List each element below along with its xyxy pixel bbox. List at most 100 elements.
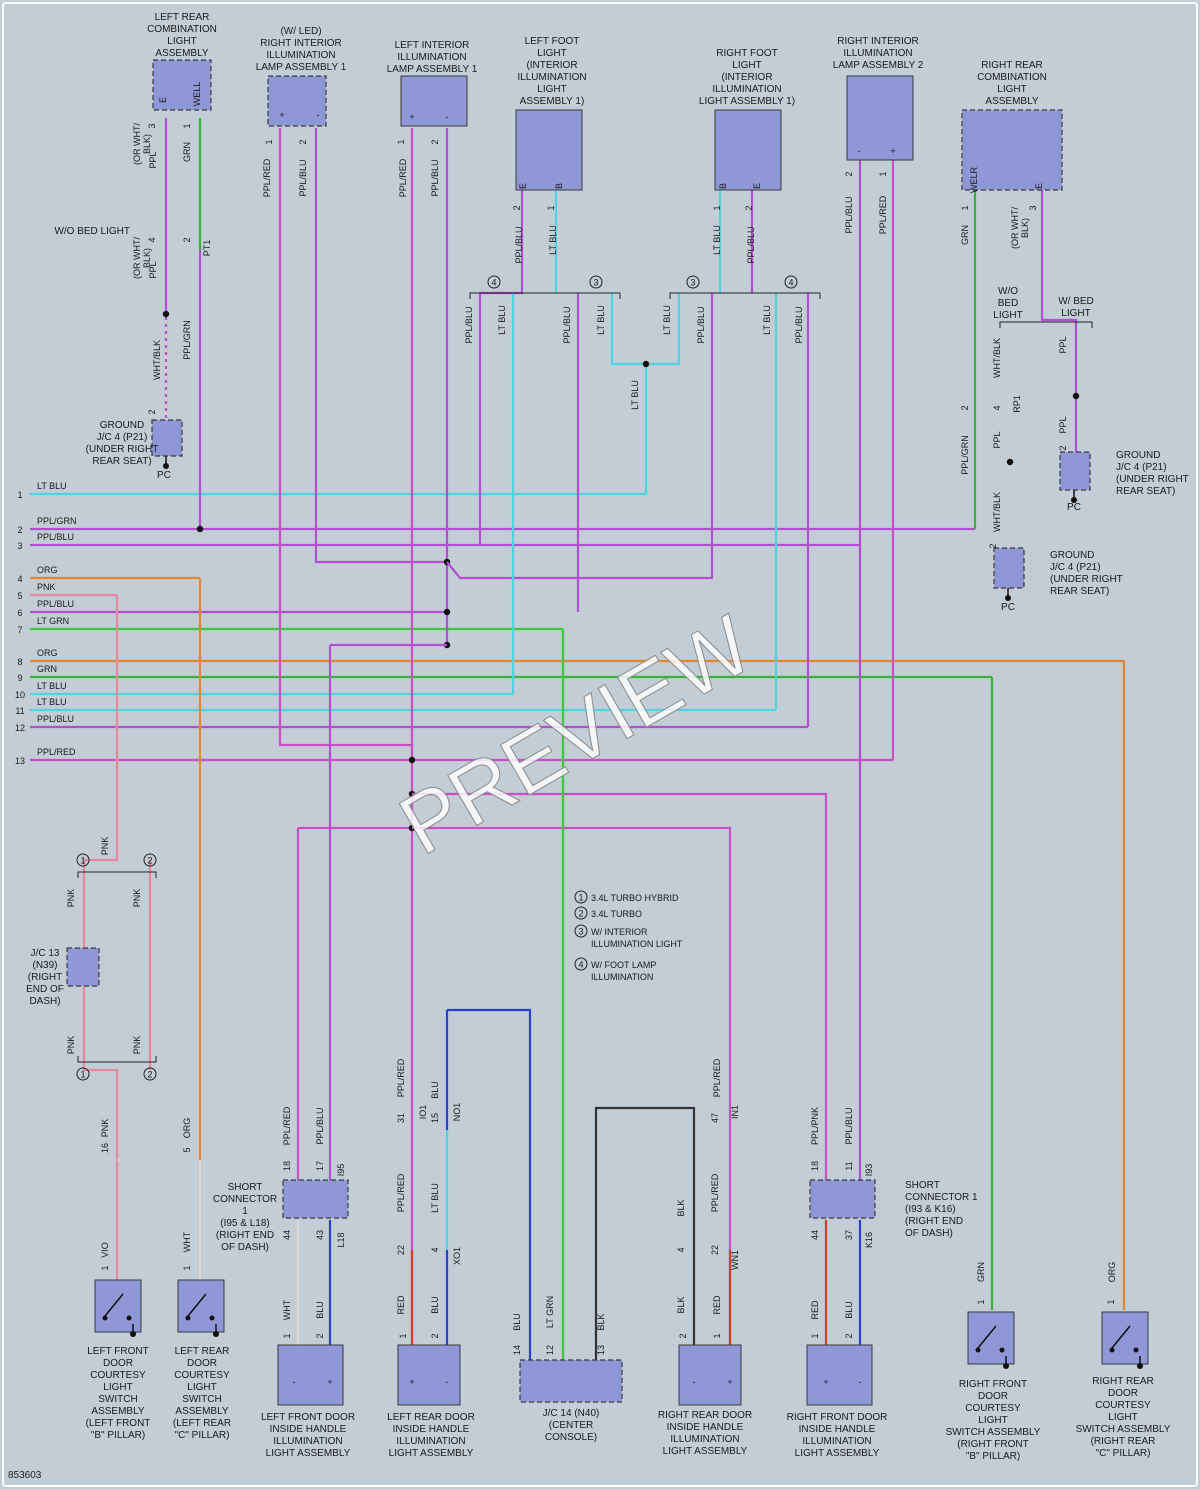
short-connector-i95-l18 [282,1179,349,1219]
wire-color-label: PPL [1058,416,1068,433]
wire-color-label: BLU [315,1301,325,1319]
label-line: DOOR [1108,1388,1138,1399]
label-line: PPL/RED [712,1058,722,1097]
label-line: PNK [100,837,110,856]
label-line: W/ BED [1058,296,1094,307]
pin-label: B [554,183,564,189]
connector-id: RP1 [1012,395,1022,413]
pin-label: - [859,1377,862,1387]
wire-color-label: LT BLU [712,225,722,255]
branch-bracket [469,292,621,299]
bus-line-color: LT BLU [37,697,67,707]
connector-pin-number: 2 [844,1333,854,1338]
wire-lrdih-blu-jc [447,1008,532,1360]
connector-pin-number: 1 [546,205,556,210]
pin-label: E [518,183,528,189]
label-line: NO1 [452,1103,462,1122]
label-line: OF DASH) [905,1228,953,1239]
label-line: + [409,112,414,122]
label-line: PPL/BLU [746,226,756,263]
label-line: PNK [66,889,76,908]
wire-color-label: WHT/BLK [992,338,1002,378]
label-line: 1 [182,123,192,128]
label-line: - [317,110,320,120]
label-line: 13 [15,756,25,766]
connector-pin-number: 1 [398,1333,408,1338]
note-marker-number: 2 [578,909,583,919]
wire-color-label: PPL [148,151,158,168]
label-line: (RIGHT END [216,1230,274,1241]
label-line: LT BLU [497,305,507,335]
bus-line-color: ORG [37,648,58,658]
label-line: LIGHT [1108,1412,1137,1423]
label-line: RIGHT FOOT [716,48,777,59]
label-line: 2 [430,139,440,144]
label-line: 7 [17,625,22,635]
connector-id: PT1 [202,240,212,257]
left-foot-light [515,109,583,191]
connector-pin-number: 1 [182,1265,192,1270]
wires-layer [30,118,1126,1360]
label-line: (UNDER RIGHT [1050,574,1123,585]
connector-pin-number: 1 [712,205,722,210]
label-line: SWITCH [182,1394,221,1405]
wire-color-label: PPL/RED [710,1173,720,1212]
label-line: INSIDE HANDLE [393,1424,470,1435]
label-line: (INTERIOR [721,72,772,83]
right-foot-light [714,109,782,191]
note-marker-number: 4 [491,278,496,288]
label-line: PT1 [202,240,212,257]
note-marker-number: 2 [147,856,152,866]
label-line: (I93 & K16) [905,1204,956,1215]
label-line: GROUND [1116,450,1160,461]
label-line: COURTESY [174,1370,230,1381]
ground-jc4-3 [1059,451,1091,491]
label-line: 1 [878,171,888,176]
label-line: ASSEMBLY [175,1406,228,1417]
label-line: RIGHT REAR [1092,1376,1154,1387]
label-line: SWITCH ASSEMBLY [1076,1424,1171,1435]
label-line: LT BLU [712,225,722,255]
bus-line-color: PPL/BLU [37,599,74,609]
bus-line-number: 1 [17,490,22,500]
wire-color-label: LT BLU [762,305,772,335]
label-line: 2 [315,1333,325,1338]
label-line: (INTERIOR [526,60,577,71]
label-line: LT BLU [548,225,558,255]
label-line: WHT/BLK [992,338,1002,378]
label-line: SHORT [228,1182,263,1193]
label-line: RIGHT FRONT [959,1379,1027,1390]
note-marker-number: 1 [578,893,583,903]
label-line: LEFT INTERIOR [395,40,470,51]
label-line: LIGHT [103,1382,132,1393]
note-marker-icon [589,275,603,289]
label-line: WHT/BLK [992,492,1002,532]
wire-color-label: BLK [676,1199,686,1216]
label-line: CONNECTOR 1 [905,1192,978,1203]
label-line: LIGHT [978,1415,1007,1426]
wire-rr-wbed [1040,190,1078,455]
label-line: 11 [15,706,24,716]
label-line: LEFT REAR [155,12,210,23]
bus-line-number: 13 [15,756,25,766]
label-line: RIGHT REAR DOOR [658,1410,752,1421]
wire-color-label: PPL/GRN [182,320,192,360]
left-rear-combination-light [152,59,212,111]
label-line: ASSEMBLY [155,48,208,59]
connector-pin-number: 4 [147,237,157,242]
label-line: 2 [147,856,152,866]
label-line: DOOR [187,1358,217,1369]
wire-color-label: PPL/RED [878,195,888,234]
connector-id: IN1 [730,1105,740,1119]
right-rear-combination-light [961,109,1063,191]
wire-rrdih-ppred [412,826,732,1345]
note-marker-number: 1 [80,1070,85,1080]
wire-color-label: BLU [512,1313,522,1331]
junction-dot [642,360,650,368]
label-line: J/C 4 (P21) [97,432,148,443]
